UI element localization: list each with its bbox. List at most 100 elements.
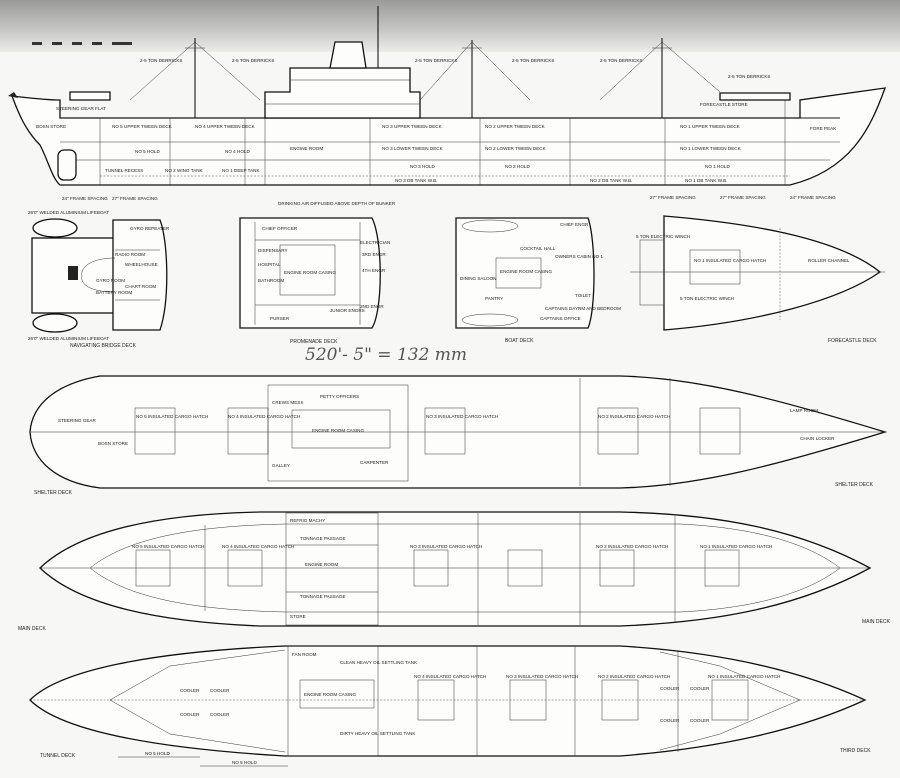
space-label: NO 2 UPPER TWEEN DECK <box>485 124 546 129</box>
profile-labels: 2-5 TON DERRICKS 2-5 TON DERRICKS 2-5 TO… <box>36 58 837 206</box>
derrick-label: 2-5 TON DERRICKS <box>140 58 182 63</box>
space-label: NO 4 HOLD <box>225 149 250 154</box>
room-label: 5 TON ELECTRIC WINCH <box>680 296 734 301</box>
room-label: ROLLER CHANNEL <box>808 258 850 263</box>
room-label: NO 1 INSULATED CARGO HATCH <box>700 544 772 549</box>
deck-title: SHELTER DECK <box>34 490 73 496</box>
room-label: ENGINE ROOM CASING <box>312 428 364 433</box>
room-label: ENGINE ROOM CASING <box>500 269 552 274</box>
frame-spacing-label: 27" FRAME SPACING <box>720 195 766 200</box>
derrick-label: 2-5 TON DERRICKS <box>415 58 457 63</box>
dimension-label: NO 5 HOLD <box>232 760 257 765</box>
room-label: COOLER <box>660 686 680 691</box>
space-label: NO 2 HOLD <box>505 164 530 169</box>
room-label: COOLER <box>180 712 200 717</box>
deck-title: MAIN DECK <box>18 626 46 632</box>
deck-title: PROMENADE DECK <box>290 339 338 345</box>
room-label: DINING SALOON <box>460 276 497 281</box>
room-label: CREWS MESS <box>272 400 303 405</box>
room-label: NO 3 INSULATED CARGO HATCH <box>506 674 578 679</box>
room-label: GYRO REPEATER <box>130 226 170 231</box>
space-label: TUNNEL RECESS <box>105 168 143 173</box>
room-label: TOILET <box>575 293 591 298</box>
space-label: NO 1 DB TANK W.B. <box>685 178 727 183</box>
derrick-label: 2-5 TON DERRICKS <box>600 58 642 63</box>
profile-hull <box>11 87 886 186</box>
room-label: BATTERY ROOM <box>96 290 132 295</box>
space-label: NO 2 LOWER TWEEN DECK <box>485 146 547 151</box>
room-label: BATHROOM <box>258 278 284 283</box>
poop-house <box>69 91 111 101</box>
derrick-label: 2-5 TON DERRICKS <box>512 58 554 63</box>
frame-spacing-label: 24" FRAME SPACING <box>62 196 108 201</box>
room-label: CHIEF OFFICER <box>262 226 298 231</box>
space-label: NO 5 UPPER TWEEN DECK <box>112 124 173 129</box>
room-label: OWNERS CABIN NO 1 <box>555 254 603 259</box>
derrick-label: 2-5 TON DERRICKS <box>728 74 770 79</box>
frame-spacing-label: 24" FRAME SPACING <box>790 195 836 200</box>
room-label: 4TH ENGR <box>362 268 386 273</box>
space-label: NO 1 LOWER TWEEN DECK <box>680 146 742 151</box>
room-label: PETTY OFFICERS <box>320 394 359 399</box>
room-label: CAPTAINS DAYRM AND BEDROOM <box>545 306 621 311</box>
frame-spacing-label: 27" FRAME SPACING <box>112 196 158 201</box>
scan-shadow-band <box>0 0 900 52</box>
profile-note: DRINKING AIR DIFFUSED ABOVE DEPTH OF BUN… <box>278 201 396 206</box>
room-label: RADIO ROOM <box>115 252 145 257</box>
rudder <box>57 149 77 181</box>
main-deck-plan: NO 5 INSULATED CARGO HATCH NO 4 INSULATE… <box>18 511 890 632</box>
room-label: COOLER <box>180 688 200 693</box>
room-label: PURSER <box>270 316 290 321</box>
space-label: NO 3 HOLD <box>410 164 435 169</box>
profile-elevation: 2-5 TON DERRICKS 2-5 TON DERRICKS 2-5 TO… <box>8 6 886 206</box>
room-label: NO 5 INSULATED CARGO HATCH <box>136 414 208 419</box>
boat-deck-plan: COCKTAIL HALL DINING SALOON ENGINE ROOM … <box>455 217 621 344</box>
room-label: PANTRY <box>485 296 503 301</box>
room-label: TONNAGE PASSAGE <box>300 594 346 599</box>
room-label: CHIEF ENGR <box>560 222 589 227</box>
space-label: NO 3 DB TANK W.B. <box>395 178 437 183</box>
room-label: COCKTAIL HALL <box>520 246 556 251</box>
room-label: TONNAGE PASSAGE <box>300 536 346 541</box>
scale-bar <box>32 42 132 45</box>
room-label: NO 1 INSULATED CARGO HATCH <box>694 258 766 263</box>
space-label: NO 3 UPPER TWEEN DECK <box>382 124 443 129</box>
space-label: NO 3 LOWER TWEEN DECK <box>382 146 444 151</box>
room-label: NO 4 INSULATED CARGO HATCH <box>222 544 294 549</box>
room-label: CLEAN HEAVY OIL SETTLING TANK <box>340 660 418 665</box>
lifeboat-note: 26'0" WELDED ALUMINIUM LIFEBOAT <box>28 336 109 341</box>
room-label: ENGINE ROOM CASING <box>304 692 356 697</box>
deck-title: FORECASTLE DECK <box>828 338 877 344</box>
space-label: FORECASTLE STORE <box>700 102 748 107</box>
room-label: WHEELHOUSE <box>125 262 158 267</box>
space-label: NO 2 WING TANK <box>165 168 204 173</box>
room-label: 2ND ENGR <box>360 304 384 309</box>
room-label: CARPENTER <box>360 460 389 465</box>
deck-title: SHELTER DECK <box>835 482 874 488</box>
dimension-label: NO 5 HOLD <box>145 751 170 756</box>
room-label: DIRTY HEAVY OIL SETTLING TANK <box>340 731 416 736</box>
space-label: FORE PEAK <box>810 126 837 131</box>
space-label: NO 4 UPPER TWEEN DECK <box>195 124 256 129</box>
room-label: ENGINE ROOM <box>305 562 338 567</box>
space-label: NO 1 DEEP TANK <box>222 168 260 173</box>
room-label: LAMP ROOM <box>790 408 818 413</box>
bulkheads <box>99 100 786 185</box>
room-label: ENGINE ROOM CASING <box>284 270 336 275</box>
deck-title: THIRD DECK <box>840 748 871 754</box>
room-label: NO 1 INSULATED CARGO HATCH <box>708 674 780 679</box>
room-label: FAN ROOM <box>292 652 317 657</box>
room-label: STORE <box>290 614 306 619</box>
derrick-label: 2-5 TON DERRICKS <box>232 58 274 63</box>
lifeboat-note: 26'0" WELDED ALUMINIUM LIFEBOAT <box>28 210 109 215</box>
room-label: JUNIOR ENGRS <box>330 308 365 313</box>
room-label: ELECTRICIAN <box>360 240 390 245</box>
room-label: CAPTAINS OFFICE <box>540 316 581 321</box>
room-label: CHAIN LOCKER <box>800 436 835 441</box>
deck-title: NAVIGATING BRIDGE DECK <box>70 343 137 349</box>
midship-superstructure <box>264 67 421 119</box>
promenade-deck-plan: CHIEF OFFICER DISPENSARY HOSPITAL ENGINE… <box>239 217 390 345</box>
deck-title: BOAT DECK <box>505 338 534 344</box>
third-deck-hatches <box>417 679 749 721</box>
room-label: NO 4 INSULATED CARGO HATCH <box>414 674 486 679</box>
